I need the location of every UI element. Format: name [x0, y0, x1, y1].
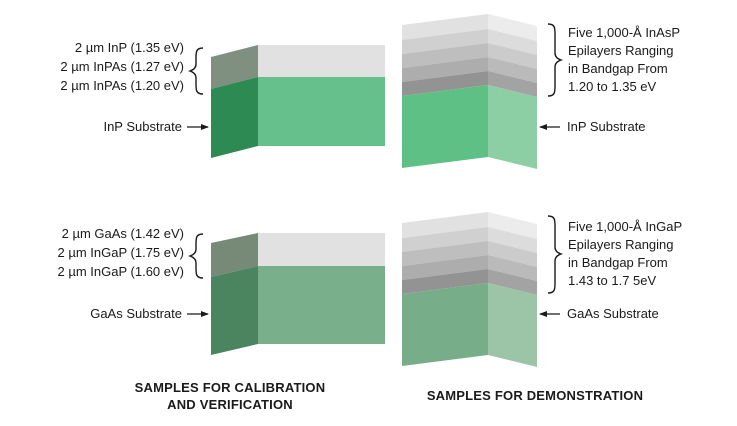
- calib-inp-layer-label-3: 2 µm InPAs (1.20 eV): [60, 78, 184, 93]
- demo-inp-substrate-right-face: [488, 85, 537, 169]
- demo-inp-epilayer-left-3: [402, 43, 488, 68]
- demo-gaas-epilayer-text-2: Epilayers Ranging: [568, 237, 674, 252]
- demo-gaas-epilayer-left-3: [402, 241, 488, 266]
- calib-gaas-epilayer-left-face: [211, 233, 258, 277]
- demo-inp-epilayer-left-4: [402, 57, 488, 82]
- calib-gaas-layer-label-3: 2 µm InGaP (1.60 eV): [58, 264, 184, 279]
- calib-gaas-substrate-left-face: [211, 266, 258, 355]
- demonstration-gaas-sample: Five 1,000-Å InGaP Epilayers Ranging in …: [402, 212, 682, 367]
- demo-inp-substrate-label: InP Substrate: [567, 119, 646, 134]
- demo-inp-epilayer-left-1: [402, 14, 488, 40]
- calibration-gaas-sample: 2 µm GaAs (1.42 eV) 2 µm InGaP (1.75 eV)…: [58, 226, 385, 355]
- demo-inp-epilayer-right-1: [488, 14, 537, 41]
- demo-gaas-substrate-left-face: [402, 283, 488, 366]
- demo-gaas-epilayer-left-2: [402, 227, 488, 252]
- calib-gaas-layer-label-2: 2 µm InGaP (1.75 eV): [58, 245, 184, 260]
- demo-gaas-epilayer-text-1: Five 1,000-Å InGaP: [568, 219, 682, 234]
- demo-gaas-substrate-right-face: [488, 283, 537, 367]
- calib-gaas-brace: [187, 233, 204, 279]
- caption-calibration-line-2: AND VERIFICATION: [167, 397, 293, 412]
- caption-calibration-line-1: SAMPLES FOR CALIBRATION: [135, 380, 326, 395]
- demo-inp-epilayer-text-2: Epilayers Ranging: [568, 43, 674, 58]
- demo-gaas-brace: [547, 215, 564, 294]
- demo-gaas-epilayer-left-1: [402, 212, 488, 238]
- calib-inp-layer-label-2: 2 µm InPAs (1.27 eV): [60, 59, 184, 74]
- calib-gaas-substrate-front-face: [258, 266, 385, 344]
- demo-gaas-epilayer-left-4: [402, 255, 488, 280]
- calib-inp-epilayer-left-face: [211, 45, 258, 89]
- calib-inp-substrate-front-face: [258, 77, 385, 146]
- demo-gaas-epilayer-right-5: [488, 269, 537, 295]
- demo-inp-epilayer-right-5: [488, 71, 537, 97]
- demo-gaas-epilayer-right-4: [488, 255, 537, 281]
- caption-demonstration: SAMPLES FOR DEMONSTRATION: [427, 388, 643, 403]
- demo-gaas-epilayer-left-5: [402, 269, 488, 294]
- demonstration-inp-sample: Five 1,000-Å InAsP Epilayers Ranging in …: [402, 14, 680, 169]
- demo-gaas-epilayer-text-4: 1.43 to 1.7 5eV: [568, 273, 657, 288]
- demo-inp-epilayer-text-3: in Bandgap From: [568, 61, 668, 76]
- demo-inp-epilayer-text-4: 1.20 to 1.35 eV: [568, 79, 657, 94]
- calib-gaas-epilayer-front-face: [258, 233, 385, 266]
- calib-inp-layer-label-1: 2 µm InP (1.35 eV): [75, 40, 184, 55]
- demo-inp-epilayer-right-3: [488, 43, 537, 69]
- demo-gaas-substrate-label: GaAs Substrate: [567, 306, 659, 321]
- calib-inp-substrate-label: InP Substrate: [103, 119, 182, 134]
- demo-inp-epilayer-right-2: [488, 29, 537, 55]
- calib-inp-substrate-left-face: [211, 77, 258, 158]
- calib-inp-epilayer-front-face: [258, 45, 385, 77]
- demo-gaas-epilayer-right-1: [488, 212, 537, 239]
- calibration-inp-sample: 2 µm InP (1.35 eV) 2 µm InPAs (1.27 eV) …: [60, 40, 385, 158]
- demo-gaas-epilayer-right-2: [488, 227, 537, 253]
- demo-inp-epilayer-left-5: [402, 71, 488, 96]
- calib-inp-brace: [187, 47, 204, 95]
- demo-inp-substrate-left-face: [402, 85, 488, 168]
- calib-gaas-substrate-label: GaAs Substrate: [90, 306, 182, 321]
- demo-inp-epilayer-left-2: [402, 29, 488, 54]
- demo-gaas-epilayer-right-3: [488, 241, 537, 267]
- demo-inp-brace: [547, 23, 564, 97]
- demo-gaas-epilayer-text-3: in Bandgap From: [568, 255, 668, 270]
- calib-gaas-layer-label-1: 2 µm GaAs (1.42 eV): [62, 226, 184, 241]
- demo-inp-epilayer-right-4: [488, 57, 537, 83]
- demo-inp-epilayer-text-1: Five 1,000-Å InAsP: [568, 25, 680, 40]
